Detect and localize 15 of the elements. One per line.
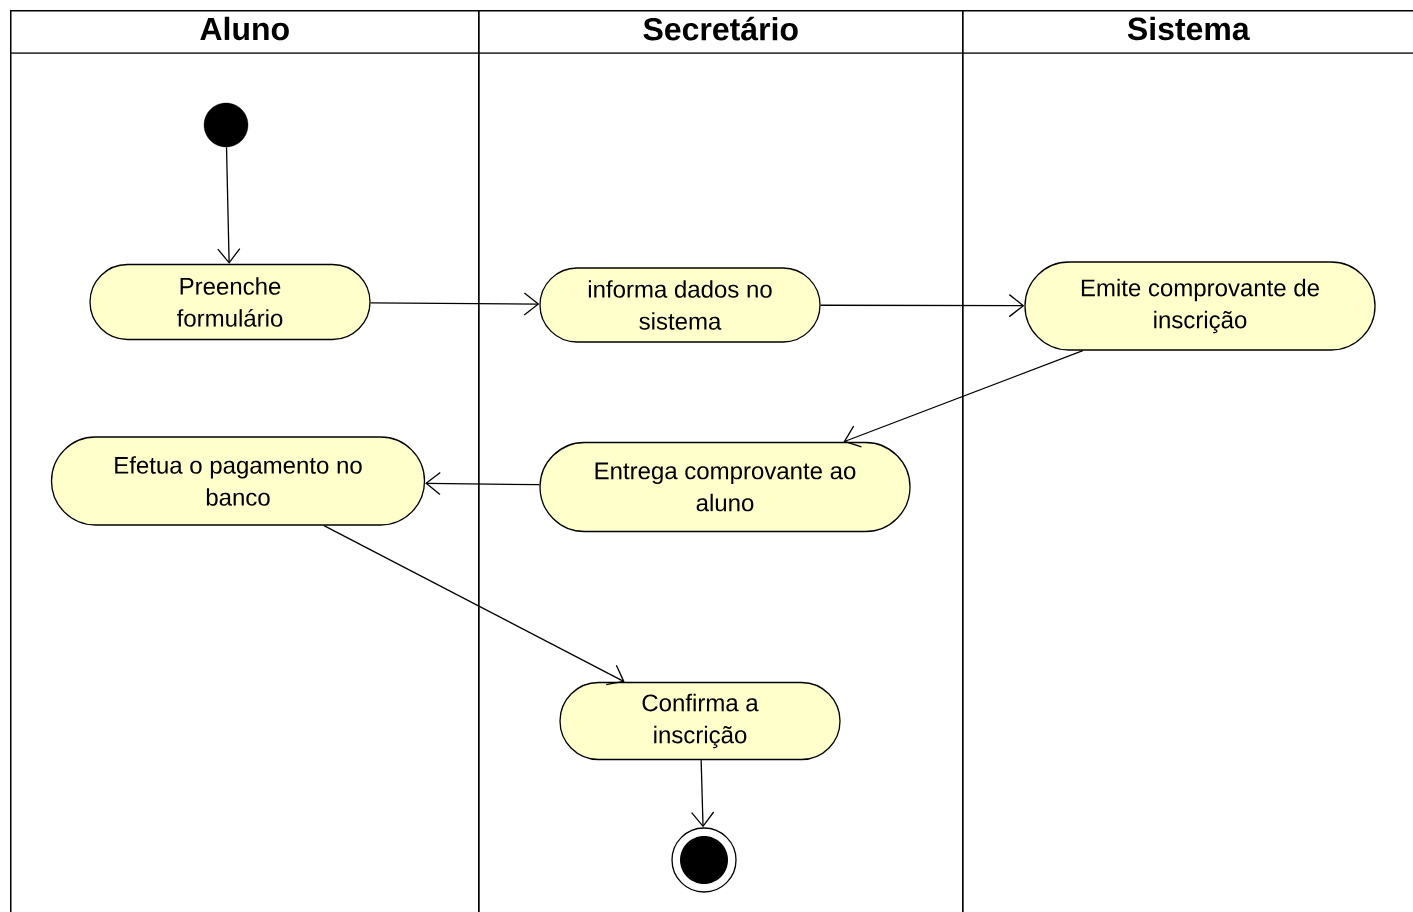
start-node — [203, 102, 249, 148]
arrow — [217, 146, 241, 264]
action-state: informa dados no sistema — [539, 267, 821, 343]
arrow — [691, 759, 715, 828]
end-node — [671, 827, 737, 893]
arrow — [323, 525, 625, 686]
arrow — [370, 292, 540, 316]
action-state: Entrega comprovante ao aluno — [539, 441, 911, 533]
arrow — [425, 471, 541, 496]
action-state: Efetua o pagamento no banco — [50, 436, 426, 526]
action-state: Emite comprovante de inscrição — [1024, 261, 1376, 351]
action-state: Preenche formulário — [89, 263, 371, 341]
action-state: Confirma a inscrição — [559, 681, 841, 761]
arrow — [820, 294, 1025, 318]
arrow — [843, 350, 1084, 448]
